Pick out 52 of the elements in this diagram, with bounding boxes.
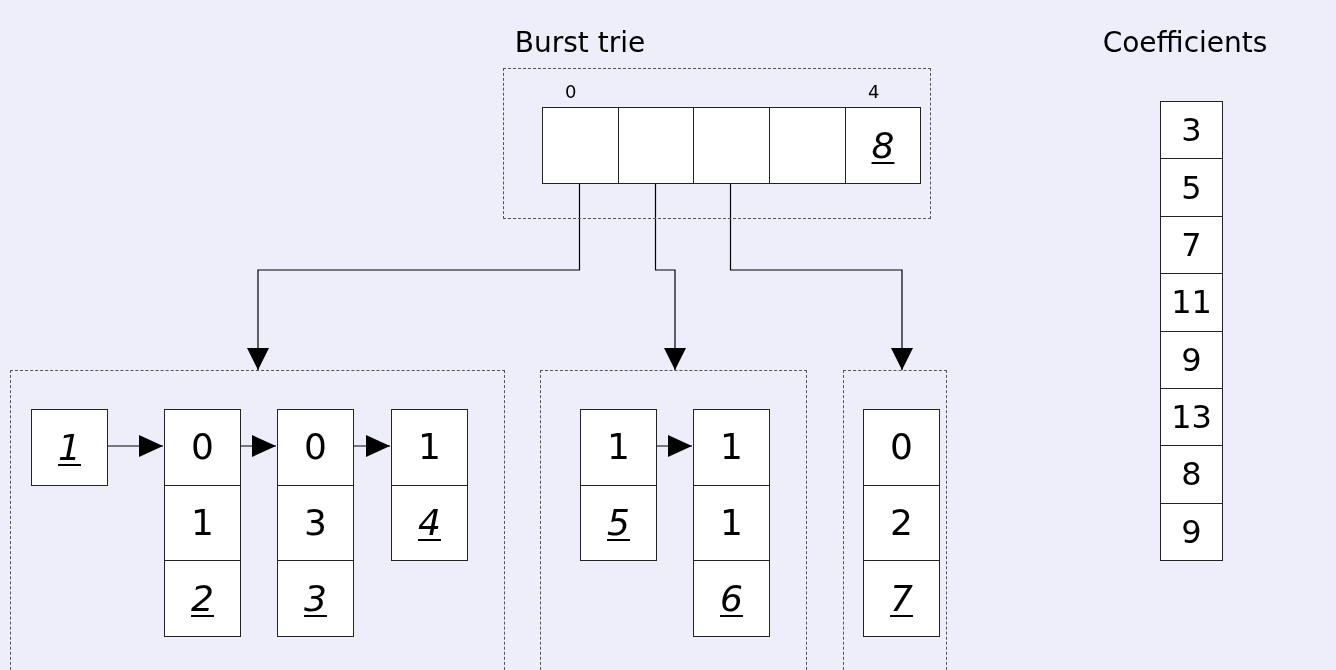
record-box	[164, 409, 241, 637]
cell-value: 5	[1161, 158, 1222, 216]
cell-value: 9	[1161, 330, 1222, 388]
cell-value: 1	[165, 484, 240, 561]
dashed-frame	[843, 370, 947, 670]
cell-value: 8	[1161, 445, 1222, 503]
record-box	[693, 409, 770, 637]
cell-value: 9	[1161, 502, 1222, 560]
cell-value: 1	[606, 425, 631, 470]
record-box	[31, 409, 108, 486]
arrow	[247, 182, 581, 371]
arrow	[654, 182, 686, 371]
cell-value: 0	[889, 425, 914, 470]
dashed-frame	[503, 68, 931, 219]
cell-value: 0	[303, 425, 328, 470]
cell-value: 1	[694, 484, 769, 561]
record-box	[277, 409, 354, 637]
heading: Burst trie	[514, 26, 646, 59]
cell-value: 8	[870, 123, 896, 168]
arrow	[239, 435, 277, 457]
array-slot	[769, 107, 846, 184]
index-label: 4	[868, 81, 880, 102]
record-box	[863, 409, 940, 637]
record-box	[391, 409, 468, 561]
cell-value: 2	[864, 484, 939, 561]
array-slot	[618, 107, 695, 184]
cell-value: 2	[165, 560, 240, 636]
cell-value: 1	[57, 425, 82, 470]
heading: Coefficients	[1102, 26, 1268, 59]
record-box	[580, 409, 657, 561]
arrow	[655, 435, 693, 457]
cell-value: 3	[278, 560, 353, 636]
arrow	[729, 182, 913, 371]
cell-value: 6	[694, 560, 769, 636]
cell-value: 13	[1161, 387, 1222, 446]
cell-value: 0	[190, 425, 215, 470]
arrow	[106, 435, 164, 457]
cell-value: 1	[417, 425, 442, 470]
array-slot	[693, 107, 770, 184]
dashed-frame	[10, 370, 505, 670]
cell-value: 1	[719, 425, 744, 470]
cell-value: 5	[581, 484, 656, 560]
record-box	[1160, 101, 1223, 561]
dashed-frame	[540, 370, 807, 670]
arrow	[352, 435, 391, 457]
index-label: 0	[565, 81, 577, 102]
cell-value: 4	[392, 484, 467, 560]
cell-value: 3	[1180, 110, 1203, 152]
cell-value: 3	[278, 484, 353, 561]
cell-value: 7	[1161, 215, 1222, 274]
cell-value: 7	[864, 560, 939, 636]
cell-value: 11	[1161, 273, 1222, 331]
